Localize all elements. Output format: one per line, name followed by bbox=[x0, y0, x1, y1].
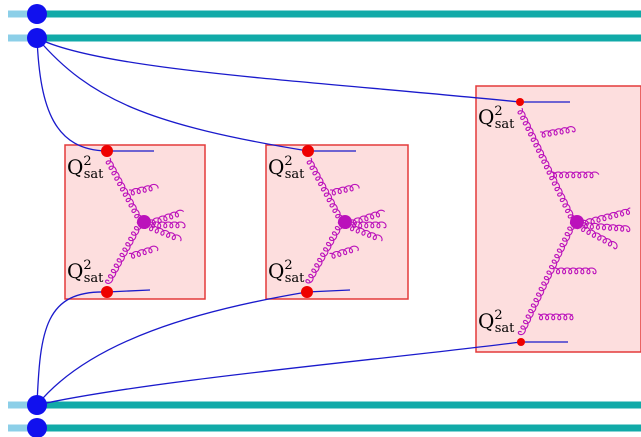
middle-gluon-hub-2 bbox=[344, 221, 387, 229]
vertex-left-bottom bbox=[101, 286, 113, 298]
beams bbox=[8, 10, 641, 432]
cascade-box-middle bbox=[265, 144, 409, 300]
left-gluon-branch-4 bbox=[128, 245, 159, 259]
line-top-to-left bbox=[36, 37, 108, 152]
right-gluon-branch-2 bbox=[551, 171, 600, 179]
tick-middle-bottom bbox=[306, 289, 351, 293]
right-gluon-spine-bottom bbox=[517, 220, 578, 336]
middle-gluon-branch-4 bbox=[329, 245, 359, 259]
right-gluon-spine-top bbox=[517, 107, 576, 225]
line-left-to-bottom bbox=[36, 291, 108, 406]
vertex-right-bottom bbox=[517, 338, 525, 346]
node-bottom-2 bbox=[27, 418, 47, 437]
cascade-box-right bbox=[475, 85, 641, 353]
left-gluon-hub-2 bbox=[143, 221, 186, 229]
right-gluon-hub-3 bbox=[575, 221, 618, 250]
middle-gluon-spine-top bbox=[306, 157, 345, 224]
hub-left bbox=[137, 215, 151, 229]
beam-nodes bbox=[27, 4, 47, 437]
left-gluon-spine-bottom bbox=[105, 220, 145, 284]
vertex-middle-top bbox=[302, 145, 314, 157]
line-right-to-bottom bbox=[36, 341, 522, 406]
hub-middle bbox=[338, 215, 352, 229]
middle-gluon-hub-3 bbox=[344, 221, 383, 242]
left-gluon-spine-top bbox=[105, 157, 144, 224]
gluon-cascades bbox=[105, 107, 631, 336]
line-top-to-middle bbox=[36, 37, 309, 152]
line-middle-to-bottom bbox=[36, 291, 308, 406]
vertex-right-top bbox=[516, 98, 524, 106]
line-top-to-right bbox=[36, 37, 521, 103]
node-bottom-1 bbox=[27, 395, 47, 415]
left-gluon-hub-3 bbox=[143, 221, 182, 242]
middle-gluon-spine-bottom bbox=[305, 220, 346, 284]
hub-right bbox=[570, 215, 584, 229]
parton-lines bbox=[36, 37, 570, 406]
vertex-left-top bbox=[101, 145, 113, 157]
middle-gluon-branch-1 bbox=[329, 183, 360, 196]
tick-left-bottom bbox=[106, 289, 151, 293]
right-gluon-branch-4 bbox=[537, 313, 574, 321]
right-gluon-hub-2 bbox=[576, 221, 631, 233]
left-gluon-hub-1 bbox=[143, 209, 184, 228]
middle-gluon-hub-1 bbox=[344, 209, 385, 228]
right-gluon-branch-3 bbox=[554, 267, 597, 275]
left-gluon-branch-1 bbox=[128, 183, 159, 196]
node-top-1 bbox=[27, 4, 47, 24]
vertices bbox=[101, 98, 584, 346]
node-top-2 bbox=[27, 28, 47, 48]
vertex-middle-bottom bbox=[301, 286, 313, 298]
right-gluon-branch-1 bbox=[539, 126, 576, 138]
boxes bbox=[64, 85, 641, 353]
